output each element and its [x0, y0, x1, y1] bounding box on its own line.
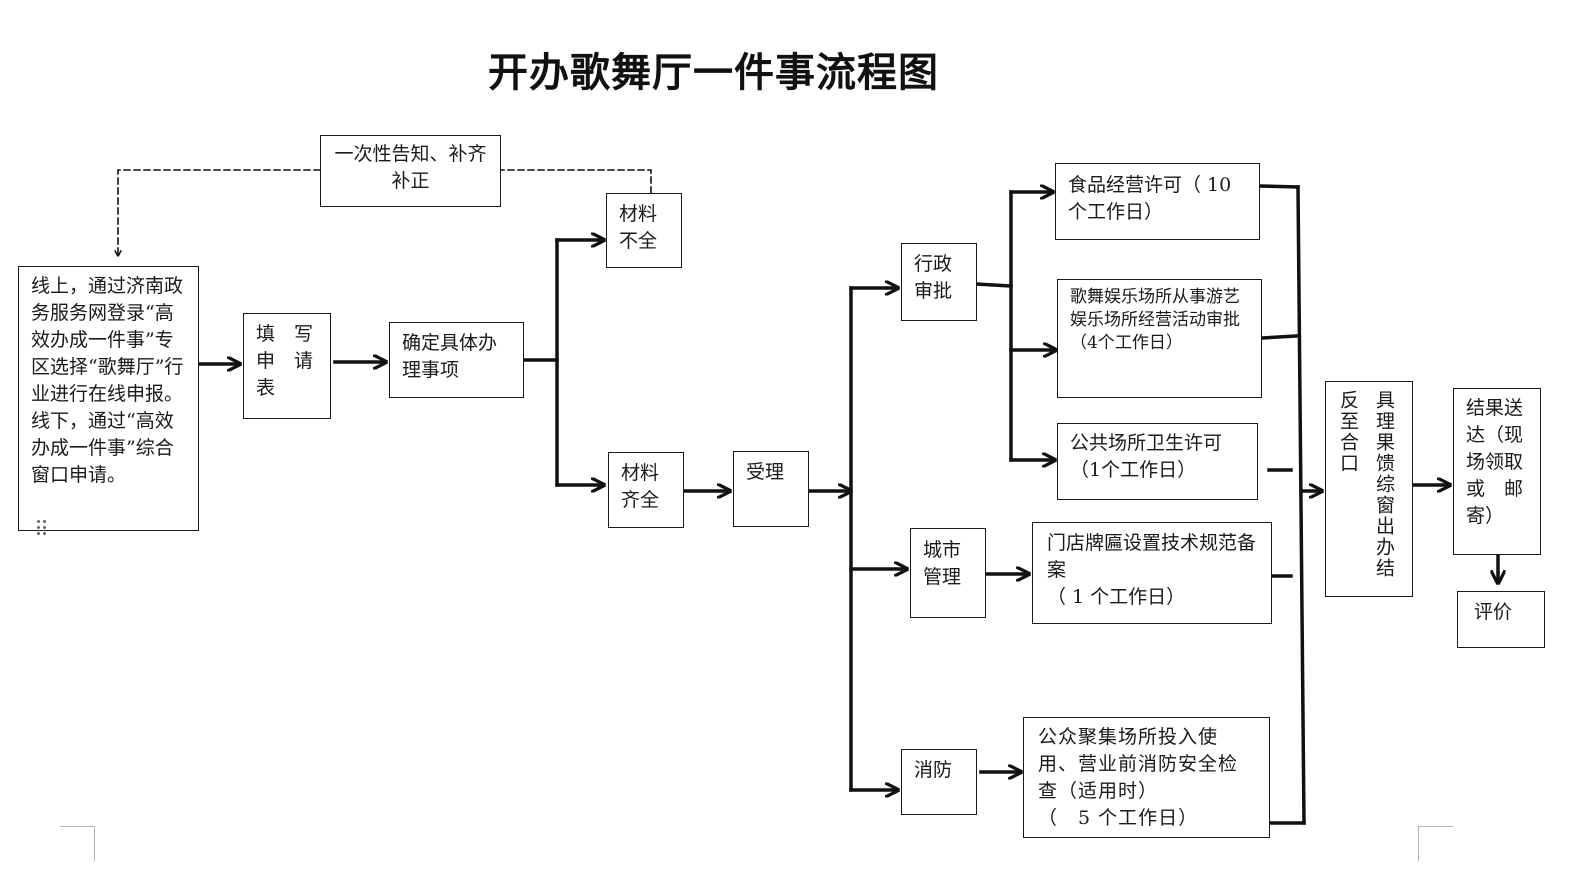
accept-box: 受理 — [733, 451, 809, 527]
collect-trunk — [1296, 185, 1306, 825]
fill-form-box: 填 写 申 请 表 — [243, 313, 331, 419]
online-application-box: 线上，通过济南政务服务网登录“高效办成一件事”专区选择“歌舞厅”行业进行在线申报… — [18, 266, 199, 531]
materials-complete-box: 材料 齐全 — [608, 452, 684, 528]
line-admin-out — [974, 282, 1013, 288]
feedback-window-box: 具理果馈综窗出办结反至合口 — [1325, 381, 1413, 597]
dance-approval-box: 歌舞娱乐场所从事游艺娱乐场所经营活动审批 （4个工作日） — [1057, 279, 1262, 398]
signboard-filing-box: 门店牌匾设置技术规范备案 （ 1 个工作日） — [1032, 522, 1272, 624]
city-management-box: 城市 管理 — [910, 528, 986, 618]
dashed-return-line — [499, 169, 652, 194]
admin-approval-box: 行政 审批 — [901, 243, 977, 321]
notify-box: 一次性告知、补齐补正 — [320, 135, 501, 207]
page-corner-right — [1418, 826, 1453, 861]
evaluate-box: 评价 — [1457, 591, 1545, 648]
drag-handle-icon[interactable] — [37, 520, 47, 536]
page-corner-left — [60, 826, 95, 861]
materials-incomplete-box: 材料 不全 — [606, 193, 682, 268]
hygiene-license-box: 公共场所卫生许可 （1个工作日） — [1057, 423, 1258, 500]
result-delivery-box: 结果送达（现场领取或 邮寄） — [1453, 388, 1541, 555]
dashed-return-arrow — [118, 169, 321, 257]
fire-inspection-box: 公众聚集场所投入使用、营业前消防安全检查（适用时） （ 5 个工作日） — [1023, 717, 1270, 838]
line-food-out — [1258, 184, 1300, 189]
page-title: 开办歌舞厅一件事流程图 — [488, 50, 939, 96]
fire-department-box: 消防 — [901, 749, 977, 815]
line-dance-out — [1260, 334, 1298, 340]
determine-items-box: 确定具体办理事项 — [389, 322, 524, 398]
food-license-box: 食品经营许可（ 10 个工作日） — [1055, 163, 1260, 240]
